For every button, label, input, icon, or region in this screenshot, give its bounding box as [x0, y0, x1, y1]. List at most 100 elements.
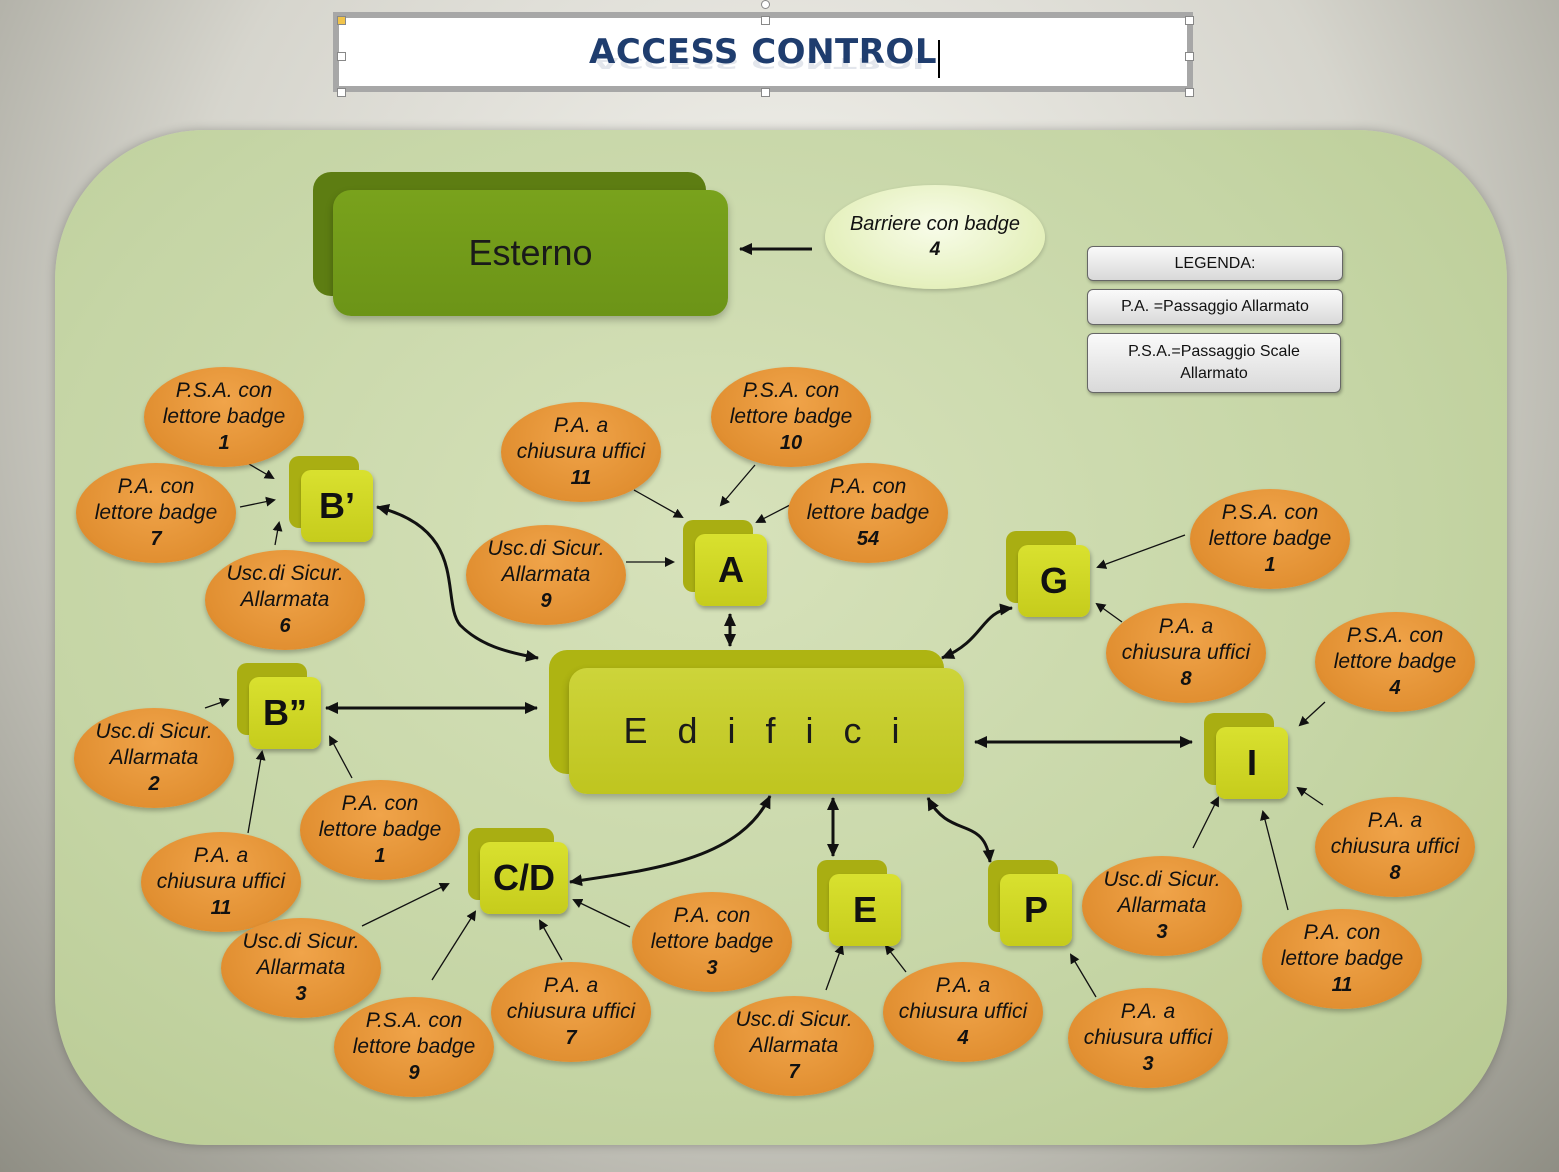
- oval-b1-usc[interactable]: Usc.di Sicur. Allarmata 6: [205, 550, 365, 650]
- oval-cd-pa-chiusura[interactable]: P.A. a chiusura uffici 7: [491, 962, 651, 1062]
- edifici-label: E d i f i c i: [623, 710, 910, 751]
- oval-line2: lettore badge: [94, 501, 218, 524]
- building-p[interactable]: P: [988, 860, 1072, 946]
- building-b1[interactable]: B’: [289, 456, 373, 542]
- oval-line2: Allarmata: [256, 956, 346, 979]
- building-i-face: I: [1216, 727, 1288, 799]
- arrow-thin-4: [633, 489, 684, 518]
- edifici-block[interactable]: E d i f i c i: [549, 650, 964, 794]
- oval-count: 3: [1156, 921, 1168, 943]
- oval-line2: chiusura uffici: [898, 1000, 1028, 1023]
- oval-p-pa-chiusura[interactable]: P.A. a chiusura uffici 3: [1068, 988, 1228, 1088]
- building-b2-label: B”: [263, 692, 307, 733]
- oval-a-usc[interactable]: Usc.di Sicur. Allarmata 9: [466, 525, 626, 625]
- building-g[interactable]: G: [1006, 531, 1090, 617]
- legend-psa[interactable]: P.S.A.=Passaggio Scale Allarmato: [1087, 333, 1341, 393]
- building-e-face: E: [829, 874, 901, 946]
- text-caret: [938, 40, 940, 78]
- oval-i-psa[interactable]: P.S.A. con lettore badge 4: [1315, 612, 1475, 712]
- barriere-label: Barriere con badge: [849, 213, 1021, 235]
- resize-handle-middle-right[interactable]: [1185, 52, 1194, 61]
- oval-count: 10: [779, 432, 803, 454]
- oval-i-usc[interactable]: Usc.di Sicur. Allarmata 3: [1082, 856, 1242, 956]
- oval-e-usc[interactable]: Usc.di Sicur. Allarmata 7: [714, 996, 874, 1096]
- resize-handle-bottom-center[interactable]: [761, 88, 770, 97]
- oval-line1: P.A. a: [193, 844, 249, 867]
- oval-count: 4: [957, 1027, 969, 1049]
- resize-handle-bottom-left[interactable]: [337, 88, 346, 97]
- resize-handle-top-right[interactable]: [1185, 16, 1194, 25]
- oval-b1-pa[interactable]: P.A. con lettore badge 7: [76, 463, 236, 563]
- arrow-edifici-cd: [569, 795, 772, 887]
- arrow-thin-21: [825, 944, 844, 991]
- legend-header[interactable]: LEGENDA:: [1087, 246, 1343, 281]
- building-e[interactable]: E: [817, 860, 901, 946]
- oval-line1: P.A. con: [117, 475, 195, 498]
- building-cd[interactable]: C/D: [468, 828, 568, 914]
- arrow-g-edifici: [941, 603, 1013, 660]
- oval-line1: Usc.di Sicur.: [1103, 868, 1221, 891]
- resize-handle-middle-left[interactable]: [337, 52, 346, 61]
- resize-handle-bottom-right[interactable]: [1185, 88, 1194, 97]
- building-a-face: A: [695, 534, 767, 606]
- oval-line1: P.S.A. con: [1221, 501, 1319, 524]
- oval-line1: Usc.di Sicur.: [735, 1008, 853, 1031]
- barriere-oval[interactable]: Barriere con badge 4: [825, 185, 1045, 289]
- title-textbox[interactable]: ACCESS CONTROL ACCESS CONTROL: [333, 12, 1193, 92]
- oval-count: 7: [788, 1061, 800, 1083]
- oval-cd-usc[interactable]: Usc.di Sicur. Allarmata 3: [221, 918, 381, 1018]
- building-a[interactable]: A: [683, 520, 767, 606]
- oval-g-psa[interactable]: P.S.A. con lettore badge 1: [1190, 489, 1350, 589]
- oval-count: 6: [279, 615, 291, 637]
- building-b2[interactable]: B”: [237, 663, 321, 749]
- arrow-thin-15: [329, 735, 353, 779]
- oval-b2-pa-chiusura[interactable]: P.A. a chiusura uffici 11: [141, 832, 301, 932]
- rotate-handle[interactable]: [761, 0, 770, 9]
- building-p-label: P: [1023, 889, 1048, 930]
- oval-line2: lettore badge: [1333, 650, 1457, 673]
- oval-line2: Allarmata: [109, 746, 199, 769]
- oval-line1: P.S.A. con: [1346, 624, 1444, 647]
- oval-cd-pa[interactable]: P.A. con lettore badge 3: [632, 892, 792, 992]
- legend-pa[interactable]: P.A. =Passaggio Allarmato: [1087, 289, 1343, 325]
- oval-g-pa-chiusura[interactable]: P.A. a chiusura uffici 8: [1106, 603, 1266, 703]
- arrow-thin-23: [1069, 953, 1097, 998]
- oval-line1: Usc.di Sicur.: [226, 562, 344, 585]
- oval-line1: P.A. a: [935, 974, 991, 997]
- oval-i-pa-chiusura[interactable]: P.A. a chiusura uffici 8: [1315, 797, 1475, 897]
- esterno-block-face: Esterno: [333, 190, 728, 316]
- resize-handle-top-center[interactable]: [761, 16, 770, 25]
- oval-b1-psa[interactable]: P.S.A. con lettore badge 1: [144, 367, 304, 467]
- oval-b2-pa[interactable]: P.A. con lettore badge 1: [300, 780, 460, 880]
- oval-a-pa[interactable]: P.A. con lettore badge 54: [788, 463, 948, 563]
- building-g-label: G: [1039, 560, 1068, 601]
- arrow-thin-20: [572, 898, 631, 928]
- oval-count: 7: [150, 528, 162, 550]
- barriere-count: 4: [929, 239, 941, 260]
- oval-line1: P.S.A. con: [365, 1009, 463, 1032]
- arrow-thin-2: [239, 496, 276, 508]
- oval-count: 54: [856, 528, 880, 550]
- building-cd-face: C/D: [480, 842, 568, 914]
- arrow-b1-edifici: [376, 504, 539, 662]
- oval-line1: Usc.di Sicur.: [95, 720, 213, 743]
- oval-line2: lettore badge: [806, 501, 930, 524]
- resize-handle-top-left[interactable]: [337, 16, 346, 25]
- oval-a-psa[interactable]: P.S.A. con lettore badge 10: [711, 367, 871, 467]
- oval-line1: P.A. con: [673, 904, 751, 927]
- oval-count: 1: [374, 845, 386, 867]
- oval-count: 3: [706, 957, 718, 979]
- oval-b2-usc[interactable]: Usc.di Sicur. Allarmata 2: [74, 708, 234, 808]
- oval-count: 11: [570, 467, 592, 489]
- oval-e-pa-chiusura[interactable]: P.A. a chiusura uffici 4: [883, 962, 1043, 1062]
- oval-line1: P.S.A. con: [175, 379, 273, 402]
- esterno-block[interactable]: Esterno: [313, 172, 728, 316]
- oval-i-pa[interactable]: P.A. con lettore badge 11: [1262, 909, 1422, 1009]
- oval-a-pa-chiusura[interactable]: P.A. a chiusura uffici 11: [501, 402, 661, 502]
- oval-count: 2: [148, 773, 160, 795]
- oval-line1: P.A. a: [553, 414, 609, 437]
- oval-count: 1: [1264, 554, 1276, 576]
- oval-cd-psa[interactable]: P.S.A. con lettore badge 9: [334, 997, 494, 1097]
- building-i[interactable]: I: [1204, 713, 1288, 799]
